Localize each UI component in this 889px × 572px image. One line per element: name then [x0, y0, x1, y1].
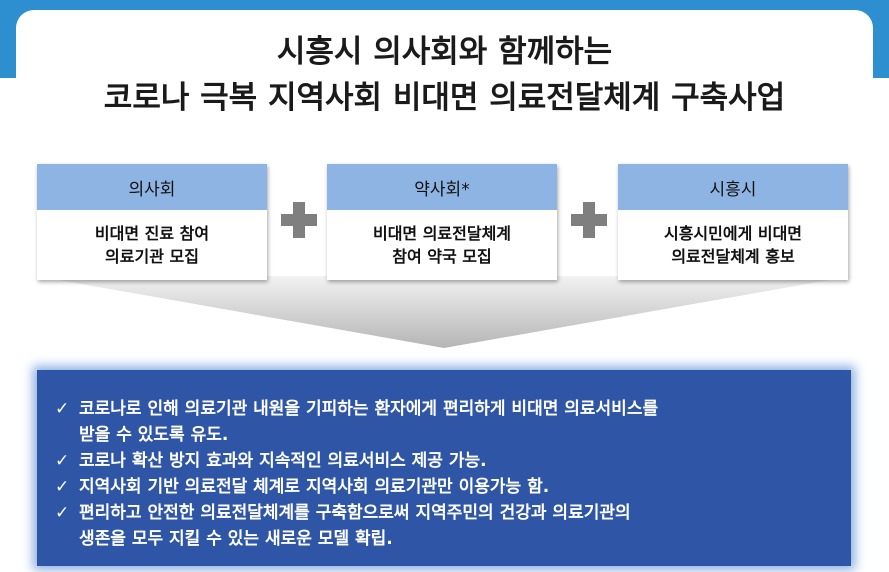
- title-line-2: 코로나 극복 지역사회 비대면 의료전달체계 구축사업: [103, 80, 786, 116]
- bullet-item: ✓ 편리하고 안전한 의료전달체계를 구축함으로써 지역주민의 건강과 의료기관…: [51, 500, 831, 552]
- bullet-item: ✓ 코로나 확산 방지 효과와 지속적인 의료서비스 제공 가능.: [51, 448, 831, 474]
- box-header: 약사회*: [327, 164, 557, 210]
- summary-panel: ✓ 코로나로 인해 의료기관 내원을 기피하는 환자에게 편리하게 비대면 의료…: [37, 370, 851, 566]
- plus-icon: [281, 202, 317, 238]
- check-icon: ✓: [55, 503, 70, 523]
- bullet-line: 코로나로 인해 의료기관 내원을 기피하는 환자에게 편리하게 비대면 의료서비…: [79, 399, 659, 419]
- bullet-line: 생존을 모두 지킬 수 있는 새로운 모델 확립.: [79, 529, 393, 549]
- box-body: 비대면 의료전달체계 참여 약국 모집: [327, 210, 557, 280]
- bullet-line: 코로나 확산 방지 효과와 지속적인 의료서비스 제공 가능.: [79, 451, 487, 471]
- box-body-line: 의료전달체계 홍보: [671, 247, 795, 266]
- box-header: 의사회: [37, 164, 267, 210]
- box-pharmacist-association: 약사회* 비대면 의료전달체계 참여 약국 모집: [327, 164, 557, 280]
- box-body-line: 의료기관 모집: [105, 247, 199, 266]
- funnel-triangle: [36, 276, 852, 348]
- title-line-1: 시흥시 의사회와 함께하는: [276, 34, 613, 70]
- bullet-item: ✓ 지역사회 기반 의료전달 체계로 지역사회 의료기관만 이용가능 함.: [51, 474, 831, 500]
- box-body-line: 시흥시민에게 비대면: [663, 224, 803, 243]
- box-header: 시흥시: [618, 164, 848, 210]
- check-icon: ✓: [55, 477, 70, 497]
- box-body: 비대면 진료 참여 의료기관 모집: [37, 210, 267, 280]
- box-body-line: 비대면 의료전달체계: [372, 224, 512, 243]
- bullet-line: 받을 수 있도록 유도.: [79, 425, 229, 445]
- bullet-list: ✓ 코로나로 인해 의료기관 내원을 기피하는 환자에게 편리하게 비대면 의료…: [51, 396, 831, 552]
- box-medical-association: 의사회 비대면 진료 참여 의료기관 모집: [37, 164, 267, 280]
- box-body-line: 비대면 진료 참여: [94, 224, 210, 243]
- check-icon: ✓: [55, 399, 70, 419]
- check-icon: ✓: [55, 451, 70, 471]
- box-body-line: 참여 약국 모집: [392, 247, 492, 266]
- bullet-line: 지역사회 기반 의료전달 체계로 지역사회 의료기관만 이용가능 함.: [79, 477, 550, 497]
- title-card: [16, 10, 873, 130]
- plus-icon: [571, 202, 607, 238]
- bullet-line: 편리하고 안전한 의료전달체계를 구축함으로써 지역주민의 건강과 의료기관의: [79, 503, 631, 523]
- box-body: 시흥시민에게 비대면 의료전달체계 홍보: [618, 210, 848, 280]
- bullet-item: ✓ 코로나로 인해 의료기관 내원을 기피하는 환자에게 편리하게 비대면 의료…: [51, 396, 831, 448]
- box-siheung-city: 시흥시 시흥시민에게 비대면 의료전달체계 홍보: [618, 164, 848, 280]
